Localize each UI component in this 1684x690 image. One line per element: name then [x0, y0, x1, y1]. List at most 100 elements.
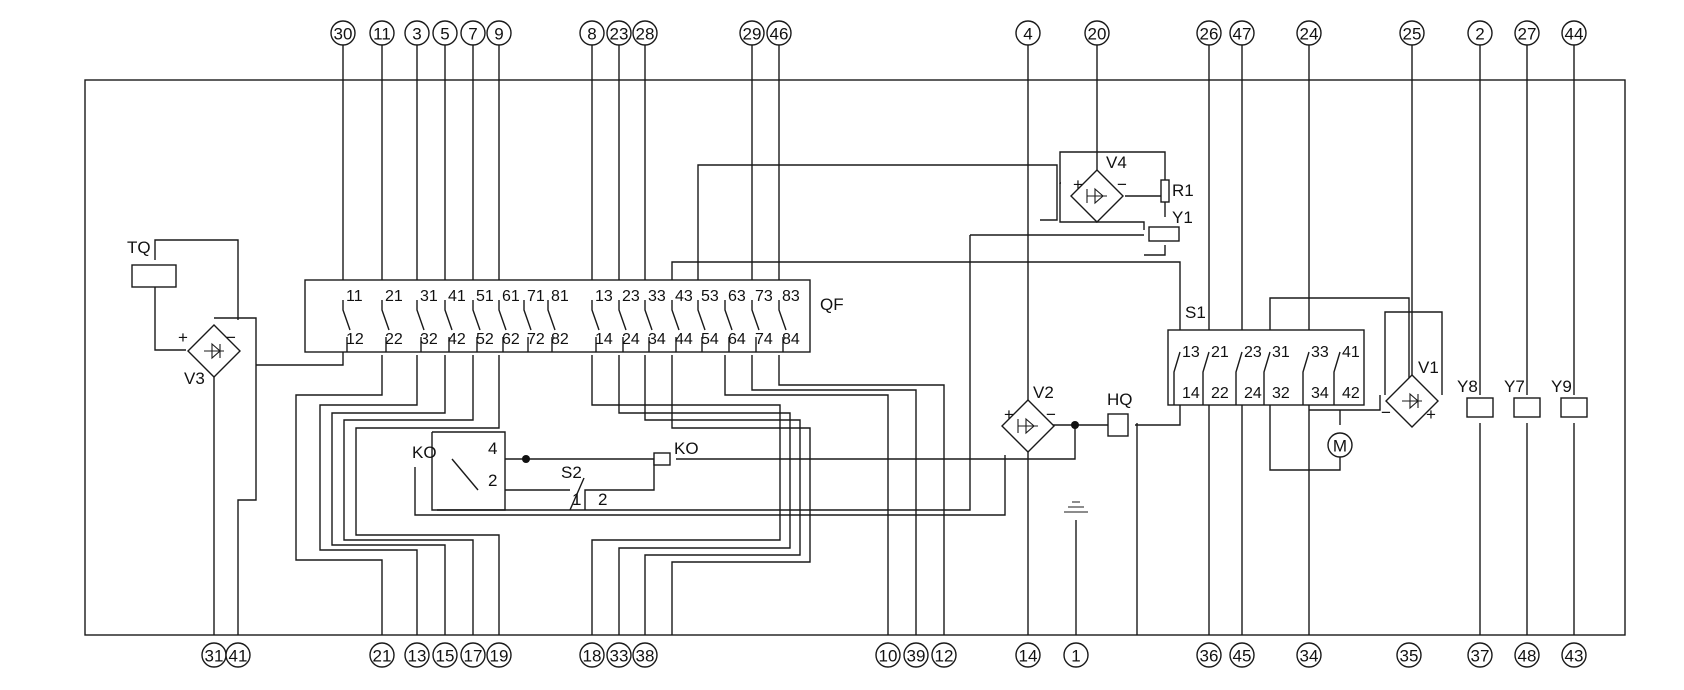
terminal-number: 2	[1475, 25, 1484, 44]
terminal-number: 10	[879, 647, 898, 666]
terminal-circle	[1296, 642, 1322, 668]
r1-label: R1	[1172, 181, 1194, 200]
terminal-circle	[460, 642, 486, 668]
v1-bridge-rectifier	[1385, 374, 1439, 428]
v2-minus: −	[1046, 405, 1056, 424]
enclosure-frame	[84, 79, 1626, 636]
terminal-number: 20	[1088, 25, 1107, 44]
y9-coil	[1560, 397, 1588, 418]
terminal-circle	[1063, 642, 1089, 668]
qf-pin-bottom: 24	[622, 331, 640, 348]
terminal-number: 26	[1200, 25, 1219, 44]
terminal-bottom-17: 17	[460, 642, 486, 668]
terminal-bottom-21: 21	[369, 642, 395, 668]
qf-pin-top: 43	[675, 288, 693, 305]
terminal-bottom-37: 37	[1467, 642, 1493, 668]
terminal-bottom-35: 35	[1396, 642, 1422, 668]
terminal-bottom-36: 36	[1196, 642, 1222, 668]
terminal-circle	[579, 642, 605, 668]
s1-pin-bottom: 24	[1244, 385, 1262, 402]
terminal-top-20: 20	[1084, 20, 1110, 46]
terminal-bottom-14: 14	[1015, 642, 1041, 668]
terminal-bottom-31: 31	[201, 642, 227, 668]
terminal-number: 3	[412, 25, 421, 44]
terminal-circle	[739, 20, 765, 46]
y9-label: Y9	[1551, 377, 1572, 396]
terminal-circle	[632, 20, 658, 46]
ko-coil	[653, 452, 671, 466]
terminal-circle	[225, 642, 251, 668]
terminal-circle	[1196, 20, 1222, 46]
terminal-bottom-19: 19	[486, 642, 512, 668]
qf-contact-line	[416, 300, 425, 331]
terminal-number: 48	[1518, 647, 1537, 666]
s1-pin-top: 31	[1272, 344, 1290, 361]
terminal-top-26: 26	[1196, 20, 1222, 46]
terminal-circle	[1296, 20, 1322, 46]
qf-contact-line	[778, 300, 787, 331]
terminal-number: 35	[1400, 647, 1419, 666]
qf-label: QF	[820, 295, 844, 314]
terminal-circle	[1229, 642, 1255, 668]
s1-contact-line	[1235, 351, 1243, 405]
qf-pin-bottom: 84	[782, 331, 800, 348]
qf-pin-top: 63	[728, 288, 746, 305]
terminal-number: 13	[408, 647, 427, 666]
terminal-bottom-39: 39	[903, 642, 929, 668]
s2-pin-2: 2	[598, 490, 607, 509]
terminal-number: 1	[1071, 647, 1080, 666]
terminal-circle	[432, 642, 458, 668]
s1-contact-line	[1302, 351, 1310, 405]
s1-contact-line	[1202, 351, 1210, 405]
terminal-number: 28	[636, 25, 655, 44]
terminal-number: 7	[468, 25, 477, 44]
y7-label: Y7	[1504, 377, 1525, 396]
v4-bridge-rectifier	[1070, 169, 1124, 223]
junction-dot	[522, 455, 530, 463]
terminal-circle	[1015, 642, 1041, 668]
terminal-circle	[632, 642, 658, 668]
terminal-bottom-41: 41	[225, 642, 251, 668]
terminal-number: 34	[1300, 647, 1319, 666]
terminal-circle	[579, 20, 605, 46]
terminal-number: 24	[1300, 25, 1319, 44]
terminal-circle	[875, 642, 901, 668]
qf-pin-bottom: 32	[420, 331, 438, 348]
qf-pin-top: 13	[595, 288, 613, 305]
hq-coil	[1107, 413, 1129, 437]
qf-contact-line	[697, 300, 706, 331]
terminal-number: 12	[935, 647, 954, 666]
s1-pin-top: 13	[1182, 344, 1200, 361]
s1-contact-line	[1263, 351, 1271, 405]
terminal-number: 38	[636, 647, 655, 666]
s1-pin-top: 41	[1342, 344, 1360, 361]
y7-coil	[1513, 397, 1541, 418]
ko-pin-2: 2	[488, 471, 497, 490]
ko-pin-4: 4	[488, 439, 497, 458]
tq-label: TQ	[127, 238, 151, 257]
terminal-number: 23	[610, 25, 629, 44]
qf-pin-bottom: 62	[502, 331, 520, 348]
terminal-circle	[766, 20, 792, 46]
v1-label: V1	[1418, 358, 1439, 377]
terminal-circle	[1229, 20, 1255, 46]
terminal-number: 4	[1023, 25, 1032, 44]
terminal-bottom-33: 33	[606, 642, 632, 668]
s1-pin-bottom: 32	[1272, 385, 1290, 402]
terminal-number: 30	[334, 25, 353, 44]
s1-pin-top: 23	[1244, 344, 1262, 361]
v2-bridge-rectifier	[1001, 399, 1055, 453]
terminal-bottom-34: 34	[1296, 642, 1322, 668]
s1-contact-line	[1333, 351, 1341, 405]
terminal-top-8: 8	[579, 20, 605, 46]
y8-coil	[1466, 397, 1494, 418]
qf-contact-line	[751, 300, 760, 331]
qf-pin-bottom: 72	[527, 331, 545, 348]
terminal-number: 25	[1403, 25, 1422, 44]
terminal-top-30: 30	[330, 20, 356, 46]
terminal-circle	[903, 642, 929, 668]
terminal-circle	[369, 20, 395, 46]
terminal-bottom-10: 10	[875, 642, 901, 668]
